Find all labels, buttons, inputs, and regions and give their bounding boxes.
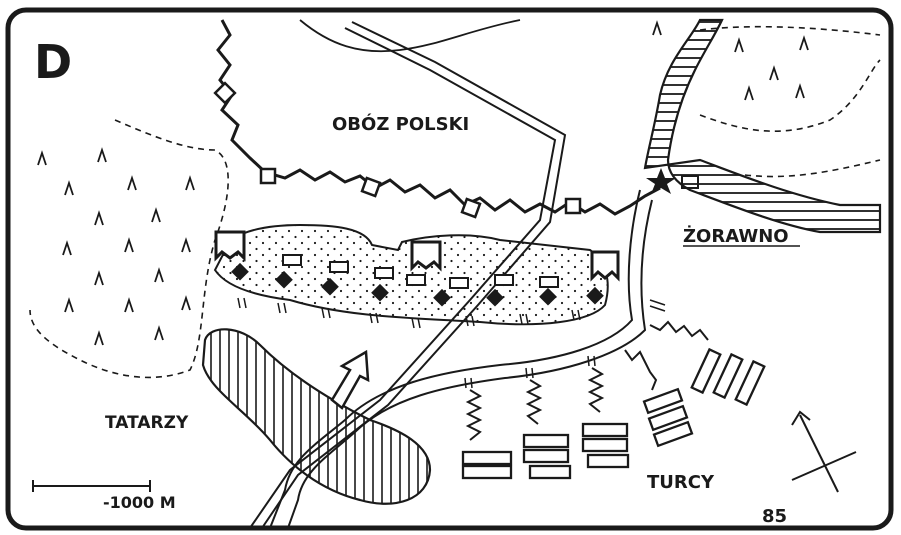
map-frame [5, 7, 894, 531]
forest-west [29, 119, 229, 379]
panel-letter: D [34, 35, 72, 89]
turkish-trenches [465, 320, 709, 441]
turkish-ticks [464, 299, 666, 389]
town-label: ŻORAWNO [683, 225, 789, 247]
river-dniester [643, 18, 882, 234]
north-arrow-icon [791, 410, 857, 493]
polish-camp-label: OBÓZ POLSKI [332, 113, 469, 135]
redoubt-markers [213, 81, 582, 219]
tatars-label: TATARZY [105, 413, 189, 433]
wagon-fort-icons [214, 230, 620, 282]
camp-tick-marks [237, 297, 581, 329]
town-marker-icon [646, 168, 699, 194]
attack-arrow-icon [330, 349, 370, 410]
scale-label: -1000 M [103, 493, 176, 512]
stream-north [299, 19, 521, 53]
page-number: 85 [762, 506, 787, 527]
turkish-forces [461, 347, 766, 480]
tatar-forces-area [201, 328, 432, 505]
camp-diamonds [231, 262, 604, 307]
camp-units [282, 254, 559, 289]
turks-label: TURCY [647, 472, 715, 493]
forest-northeast [652, 20, 881, 178]
scale-bar [32, 480, 151, 492]
